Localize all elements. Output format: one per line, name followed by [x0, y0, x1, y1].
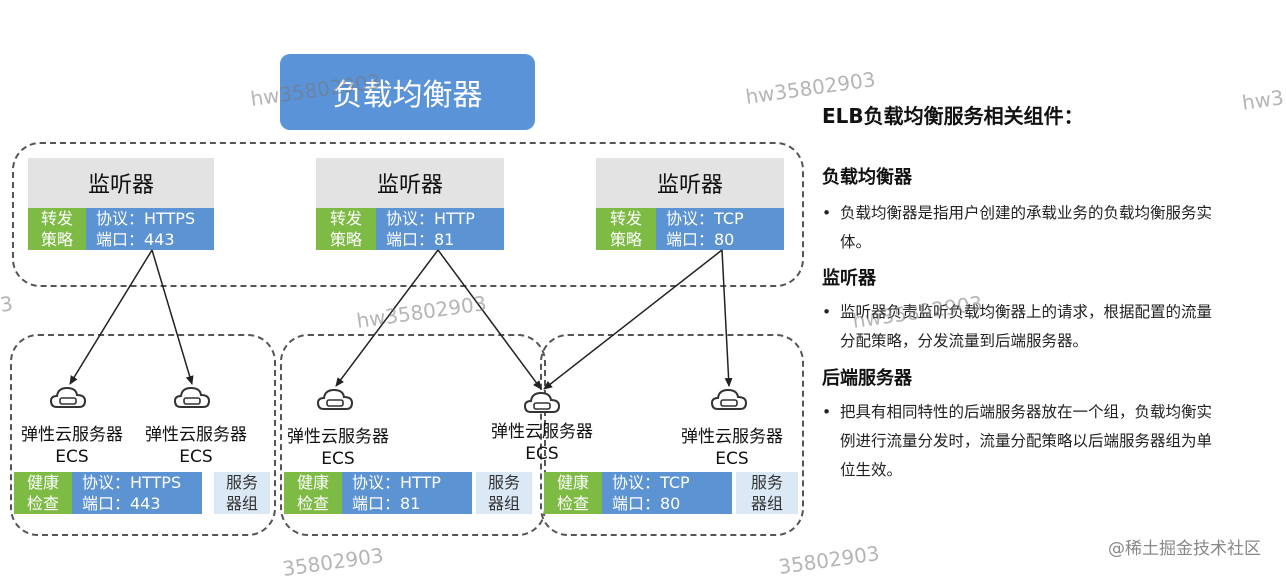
forward-line2: 策略	[329, 230, 362, 249]
section-title-backend: 后端服务器	[822, 368, 912, 389]
cloud-server-icon	[710, 388, 748, 410]
group-1-server-group: 服务 器组	[214, 472, 270, 514]
text-line: 把具有相同特性的后端服务器放在一个组，负载均衡实	[840, 403, 1213, 421]
ecs-label-5: 弹性云服务器 ECS	[674, 426, 790, 470]
section-title-lb: 负载均衡器	[822, 167, 912, 188]
group-2-config: 协议：HTTP 端口：81	[342, 472, 472, 514]
ecs-name: 弹性云服务器	[287, 427, 389, 447]
arrow-l3-ecs4	[543, 249, 723, 390]
cloud-server-icon	[316, 388, 354, 410]
health-line2: 检查	[296, 494, 329, 513]
section-text-listener: • 监听器负责监听负载均衡器上的请求，根据配置的流量 分配策略，分发流量到后端服…	[822, 298, 1272, 356]
cloud-server-icon	[523, 391, 561, 413]
bullet-icon: •	[822, 303, 832, 321]
ecs-type: ECS	[55, 447, 89, 467]
bullet-icon: •	[822, 204, 832, 222]
text-line: 位生效。	[840, 461, 903, 479]
section-title-listener: 监听器	[822, 268, 876, 289]
forward-line1: 转发	[609, 209, 642, 228]
forward-line2: 策略	[609, 230, 642, 249]
ecs-label-2: 弹性云服务器 ECS	[138, 424, 254, 468]
forward-line1: 转发	[40, 209, 73, 228]
protocol-text: 协议：HTTP	[352, 473, 441, 492]
listener-3-config: 协议：TCP 端口：80	[656, 208, 784, 250]
protocol-text: 协议：HTTP	[386, 209, 475, 228]
protocol-text: 协议：TCP	[666, 209, 744, 228]
listener-3-title: 监听器	[596, 158, 784, 208]
group-1-config: 协议：HTTPS 端口：443	[72, 472, 202, 514]
group-line2: 器组	[225, 494, 258, 513]
ecs-type: ECS	[179, 447, 213, 467]
arrow-l2-ecs3	[335, 249, 439, 387]
ecs-label-4: 弹性云服务器 ECS	[484, 421, 600, 465]
text-line: 分配策略，分发流量到后端服务器。	[840, 332, 1089, 350]
arrow-l3-ecs5	[721, 249, 733, 387]
group-line1: 服务	[750, 473, 783, 492]
section-text-backend: • 把具有相同特性的后端服务器放在一个组，负载均衡实 例进行流量分发时，流量分配…	[822, 398, 1272, 485]
port-text: 端口：443	[82, 494, 161, 513]
port-text: 端口：81	[386, 230, 455, 249]
section-text-lb: • 负载均衡器是指用户创建的承载业务的负载均衡服务实 体。	[822, 199, 1272, 257]
listener-container	[12, 142, 804, 287]
cloud-server-icon	[173, 386, 211, 408]
group-line2: 器组	[487, 494, 520, 513]
forward-line2: 策略	[40, 230, 73, 249]
ecs-label-1: 弹性云服务器 ECS	[14, 424, 130, 468]
cloud-server-icon	[49, 386, 87, 408]
ecs-name: 弹性云服务器	[21, 425, 123, 445]
group-2-server-group: 服务 器组	[476, 472, 532, 514]
port-text: 端口：81	[352, 494, 421, 513]
arrow-l1-ecs1	[69, 249, 153, 385]
load-balancer-title: 负载均衡器	[280, 54, 535, 130]
text-line: 例进行流量分发时，流量分配策略以后端服务器组为单	[840, 432, 1213, 450]
health-line1: 健康	[296, 473, 329, 492]
protocol-text: 协议：HTTPS	[82, 473, 182, 492]
health-line2: 检查	[26, 494, 59, 513]
panel-heading: ELB负载均衡服务相关组件：	[822, 104, 1084, 128]
protocol-text: 协议：TCP	[612, 473, 690, 492]
ecs-name: 弹性云服务器	[681, 427, 783, 447]
text-line: 体。	[840, 233, 872, 251]
ecs-type: ECS	[715, 449, 749, 469]
ecs-type: ECS	[525, 444, 559, 464]
arrow-l2-ecs4	[437, 249, 542, 390]
arrow-l1-ecs2	[151, 249, 194, 385]
port-text: 端口：80	[666, 230, 735, 249]
server-group-3-container	[540, 334, 804, 536]
listener-1-title: 监听器	[28, 158, 214, 208]
credit-text: @稀土掘金技术社区	[1108, 539, 1261, 559]
protocol-text: 协议：HTTPS	[96, 209, 196, 228]
listener-3-forward-policy: 转发 策略	[596, 208, 656, 250]
health-line2: 检查	[556, 494, 589, 513]
server-group-2-container	[280, 334, 546, 536]
text-line: 监听器负责监听负载均衡器上的请求，根据配置的流量	[840, 303, 1213, 321]
health-line1: 健康	[556, 473, 589, 492]
group-1-health-check: 健康 检查	[14, 472, 72, 514]
health-line1: 健康	[26, 473, 59, 492]
ecs-type: ECS	[321, 449, 355, 469]
listener-2-title: 监听器	[316, 158, 504, 208]
text-line: 负载均衡器是指用户创建的承载业务的负载均衡服务实	[840, 204, 1213, 222]
group-line2: 器组	[750, 494, 783, 513]
listener-2-forward-policy: 转发 策略	[316, 208, 376, 250]
group-3-server-group: 服务 器组	[736, 472, 798, 514]
listener-2-config: 协议：HTTP 端口：81	[376, 208, 504, 250]
listener-1-forward-policy: 转发 策略	[28, 208, 86, 250]
port-text: 端口：80	[612, 494, 681, 513]
group-line1: 服务	[225, 473, 258, 492]
listener-1-config: 协议：HTTPS 端口：443	[86, 208, 214, 250]
port-text: 端口：443	[96, 230, 175, 249]
ecs-name: 弹性云服务器	[145, 425, 247, 445]
server-group-1-container	[10, 334, 276, 536]
group-3-config: 协议：TCP 端口：80	[602, 472, 732, 514]
group-2-health-check: 健康 检查	[284, 472, 342, 514]
ecs-name: 弹性云服务器	[491, 422, 593, 442]
group-3-health-check: 健康 检查	[544, 472, 602, 514]
group-line1: 服务	[487, 473, 520, 492]
ecs-label-3: 弹性云服务器 ECS	[280, 426, 396, 470]
forward-line1: 转发	[329, 209, 362, 228]
bullet-icon: •	[822, 403, 832, 421]
